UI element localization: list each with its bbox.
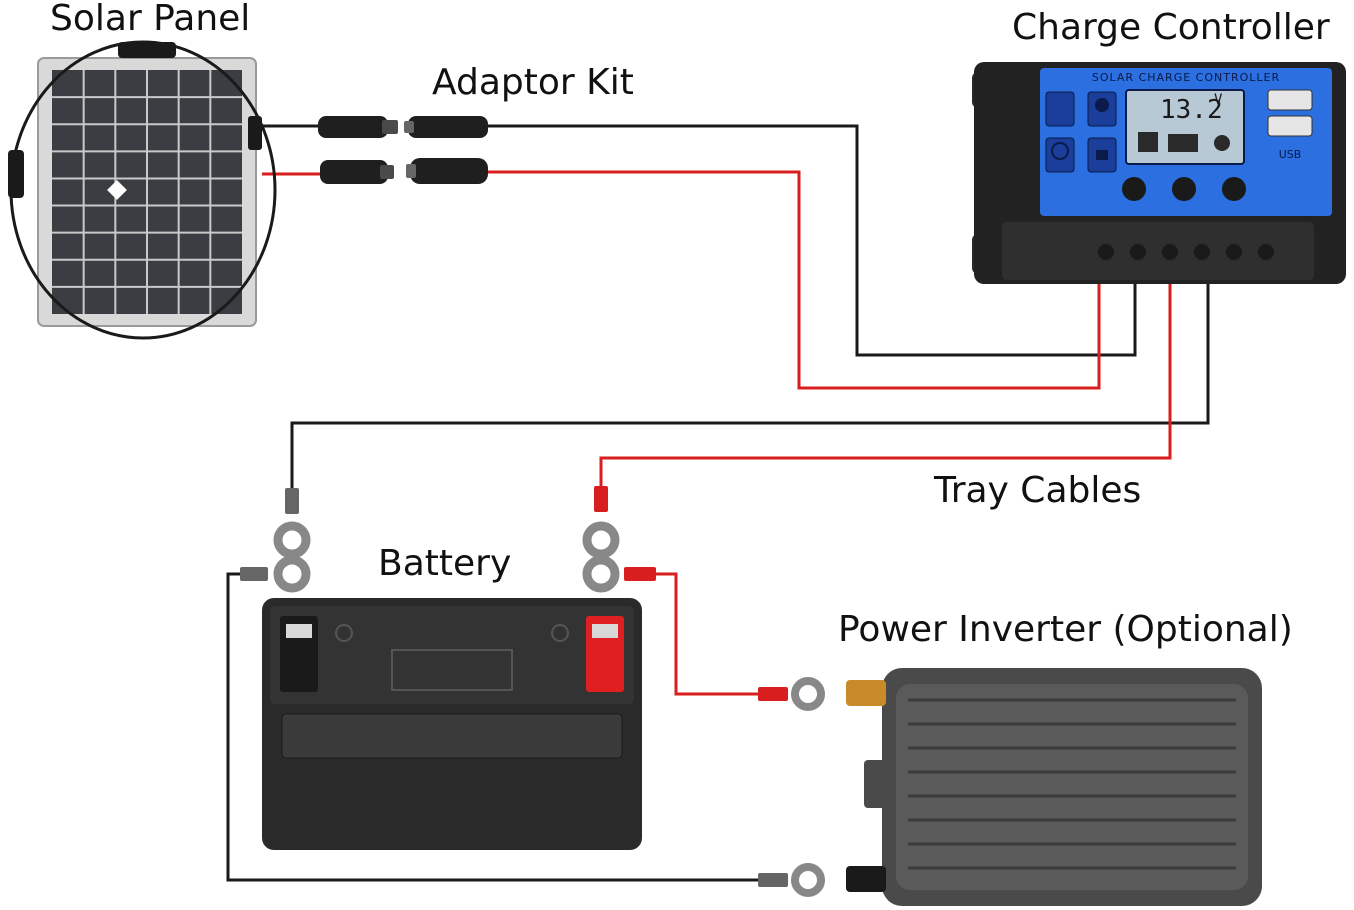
controller-button-right [1222,177,1246,201]
adaptor-kit-label: Adaptor Kit [432,62,634,103]
inverter-positive-wire [655,572,760,696]
panel-lead-terminal [248,116,262,150]
lcd-bulb-icon [1214,135,1230,151]
battery [262,598,642,850]
charge-controller: SOLAR CHARGE CONTROLLER 13.2 V USB [972,62,1346,284]
controller-button-left [1122,177,1146,201]
lcd-reading: 13.2 [1160,95,1223,125]
ring-terminal-inverter-negative-battery [240,555,311,593]
usb-label: USB [1279,148,1302,161]
controller-terminal-screw [1226,244,1242,260]
lcd-panel-icon [1138,132,1158,152]
ring-terminal-inverter-negative [758,863,825,897]
mc4-connector-male-black [318,116,398,138]
mc4-connector-female-black [404,116,488,138]
ring-terminal-controller-negative [273,488,311,559]
lcd-unit: V [1214,92,1223,108]
panel-junction-mark [107,180,127,200]
load-icon [1045,91,1075,127]
ring-terminal-controller-positive [582,486,620,559]
ring-terminals [240,486,825,897]
mc4-connector-male-red [320,160,394,184]
controller-terminal-screw [1258,244,1274,260]
charge-controller-label: Charge Controller [1012,7,1330,48]
controller-title: SOLAR CHARGE CONTROLLER [1092,71,1280,84]
panel-connector-top [118,42,176,58]
panel-connector-left [8,150,24,198]
tray-cables-label: Tray Cables [933,470,1141,511]
adaptor-negative-wire [488,124,1137,357]
controller-terminal-screw [1098,244,1114,260]
controller-terminal-screw [1162,244,1178,260]
controller-terminal-screw [1194,244,1210,260]
usb-port-2 [1267,115,1313,137]
power-inverter [846,668,1262,906]
controller-terminal-screw [1130,244,1146,260]
controller-button-middle [1172,177,1196,201]
inverter-negative-wire [226,572,762,882]
solar-panel [8,40,277,340]
wires [226,124,1210,882]
lcd-battery-icon [1168,134,1198,152]
usb-port-1 [1267,89,1313,111]
adaptor-positive-wire [488,170,1101,390]
controller-terminal-block [1002,222,1314,280]
ring-terminal-inverter-positive-battery [582,555,656,593]
battery-negative-tray-cable [290,282,1210,492]
battery-label: Battery [378,543,511,584]
solar-panel-label: Solar Panel [50,0,250,39]
inverter-positive-terminal [846,680,886,706]
ring-terminal-inverter-positive [758,677,825,711]
power-inverter-label: Power Inverter (Optional) [838,609,1293,650]
inverter-negative-terminal [846,866,886,892]
battery-positive-tray-cable [599,282,1172,492]
adaptor-kit [318,116,488,184]
mc4-connector-female-red [406,158,488,184]
